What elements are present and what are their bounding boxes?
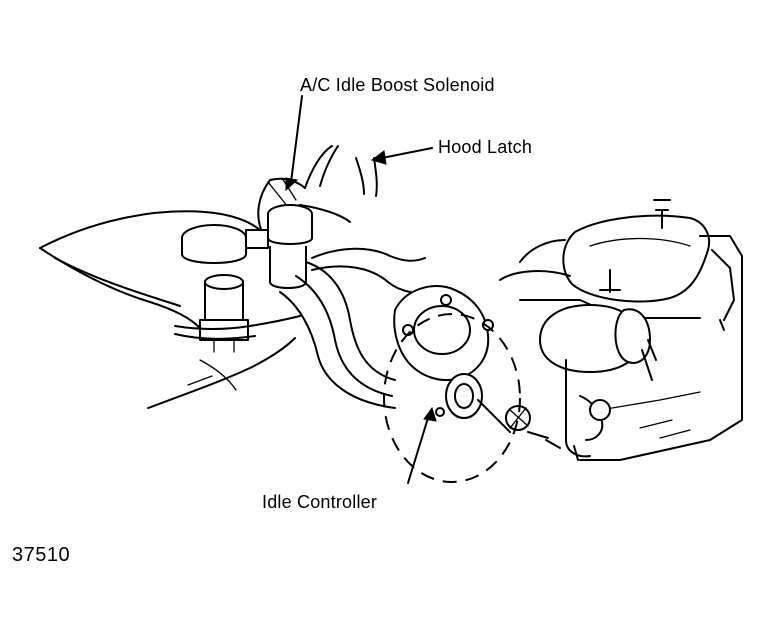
idle-controller-assembly xyxy=(393,285,549,439)
ac-idle-boost-solenoid xyxy=(181,204,313,353)
leader-ac-solenoid xyxy=(285,95,303,192)
detail-circle xyxy=(383,313,521,483)
idle-controller-label: Idle Controller xyxy=(262,492,378,512)
hood-panel xyxy=(39,210,296,409)
figure-number: 37510 xyxy=(12,544,71,566)
ac-idle-boost-solenoid-label: A/C Idle Boost Solenoid xyxy=(300,75,495,95)
leader-hood-latch xyxy=(370,147,433,165)
hood-latch xyxy=(257,145,378,233)
leader-idle-controller xyxy=(407,406,437,484)
air-cleaner-housing xyxy=(499,199,743,461)
hood-latch-label: Hood Latch xyxy=(438,137,533,157)
